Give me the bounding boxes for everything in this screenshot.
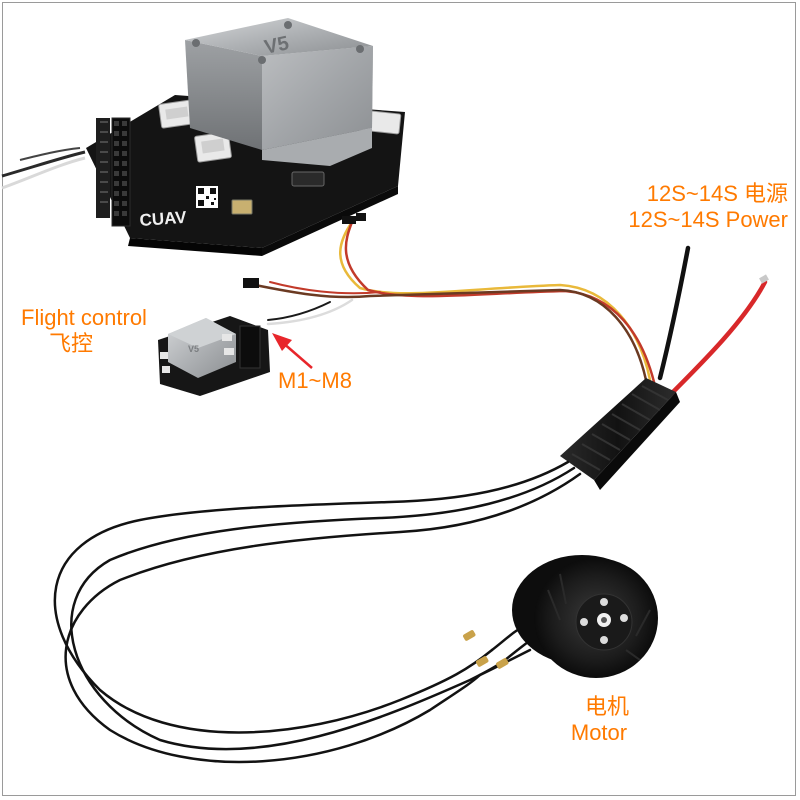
brushless-motor — [512, 555, 658, 678]
power-positive-lead — [670, 282, 765, 395]
power-label-en: 12S~14S Power — [628, 207, 788, 233]
fc-header-pins — [112, 118, 130, 226]
motor-label: 电机 Motor — [569, 694, 629, 746]
fc-small-mark: V5 — [188, 344, 199, 354]
power-label: 12S~14S 电源 12S~14S Power — [628, 181, 788, 233]
motor-label-en: Motor — [569, 720, 629, 746]
flight-control-label: Flight control 飞控 — [21, 305, 147, 357]
motor-label-zh: 电机 — [569, 694, 629, 720]
motor-phase-wires — [55, 462, 580, 762]
bullet-connectors — [462, 629, 509, 669]
signal-wires — [243, 213, 654, 382]
flight-control-label-en: Flight control — [21, 305, 147, 331]
flight-controller-small: V5 — [158, 316, 270, 396]
power-label-zh: 12S~14S 电源 — [628, 181, 788, 207]
fc-pin-labels — [96, 118, 110, 218]
flight-control-label-zh: 飞控 — [21, 331, 147, 357]
fc-brand-mark: CUAV — [139, 208, 188, 230]
signal-port-label: M1~M8 — [278, 368, 352, 394]
esc-controller — [560, 378, 680, 490]
power-negative-lead — [660, 248, 688, 378]
fc-qr-code — [196, 186, 218, 208]
power-leads — [660, 248, 769, 395]
signal-port-arrow — [272, 333, 312, 368]
